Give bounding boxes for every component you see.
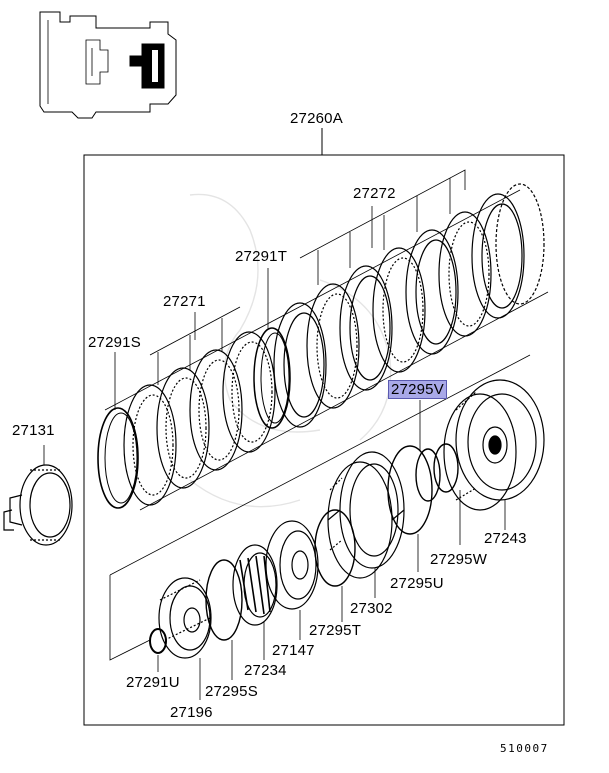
label-27196: 27196 <box>170 704 213 721</box>
label-27260A: 27260A <box>290 110 343 127</box>
sprag-27234 <box>232 544 278 626</box>
clutch-plate-group-27272 <box>273 183 545 428</box>
transmission-outline-icon <box>39 11 177 119</box>
clutch-disc-group-27271 <box>123 331 276 506</box>
watermark-logo <box>189 193 392 508</box>
label-27302: 27302 <box>350 600 393 617</box>
label-27291S: 27291S <box>88 334 141 351</box>
label-27271: 27271 <box>163 293 206 310</box>
carrier-27147 <box>265 520 319 610</box>
label-27291T: 27291T <box>235 248 288 265</box>
hub-27196 <box>158 577 212 659</box>
label-27147: 27147 <box>272 642 315 659</box>
label-27295U: 27295U <box>390 575 444 592</box>
label-27272: 27272 <box>353 185 396 202</box>
drum-27243 <box>443 379 545 511</box>
label-27295V-highlighted[interactable]: 27295V <box>388 380 447 399</box>
label-27234: 27234 <box>244 662 287 679</box>
seal-ring-27295W <box>433 443 459 493</box>
seal-ring-27295U <box>387 445 433 535</box>
figure-code: 510007 <box>500 742 549 755</box>
seal-ring-27295V <box>415 448 441 502</box>
seal-ring-27295S <box>205 559 243 641</box>
label-27291U: 27291U <box>126 674 180 691</box>
label-27243: 27243 <box>484 530 527 547</box>
label-27295W: 27295W <box>430 551 488 568</box>
snap-ring-27291S <box>97 407 139 509</box>
label-27131: 27131 <box>12 422 55 439</box>
seal-ring-27295T <box>314 509 356 587</box>
label-27295T: 27295T <box>309 622 362 639</box>
snap-ring-27291T <box>253 327 291 429</box>
drum-27302 <box>327 451 405 579</box>
label-27295S: 27295S <box>205 683 258 700</box>
assembly-frame <box>83 154 565 726</box>
drum-27131 <box>3 464 73 546</box>
snap-ring-27291U <box>149 628 167 654</box>
